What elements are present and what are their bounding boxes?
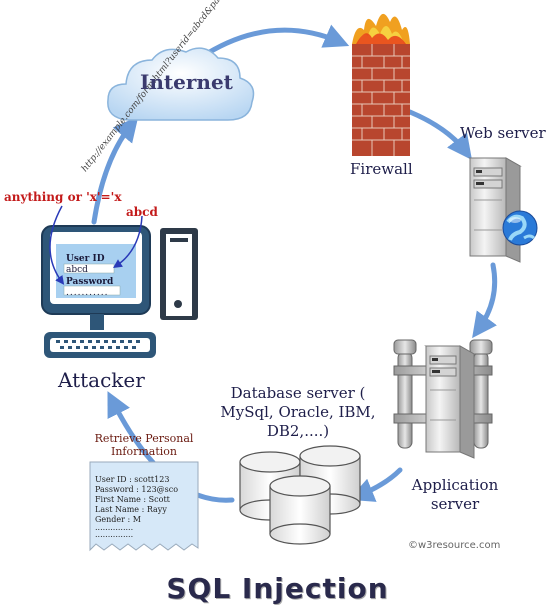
arrow-anything-to-password <box>49 205 65 285</box>
database-cylinders <box>239 445 361 545</box>
userid-value: abcd <box>66 265 88 275</box>
globe-icon <box>502 210 538 246</box>
application-server-label: Application server <box>411 476 499 513</box>
internet-cloud <box>107 47 255 121</box>
arrow-webserver-to-appserver <box>472 262 498 339</box>
attacker-label: Attacker <box>58 368 145 392</box>
userid-label: User ID <box>66 254 105 264</box>
arrow-attacker-to-internet <box>91 116 139 225</box>
application-server-icon <box>393 339 493 459</box>
record-line: Password : 123@sco <box>95 485 179 494</box>
record-line: ............... <box>95 523 134 532</box>
arrow-internet-to-firewall <box>197 24 350 61</box>
arrow-abcd-to-userid <box>113 215 143 268</box>
database-cylinder <box>269 475 331 545</box>
record-line: ............... <box>95 530 134 539</box>
personal-info-note <box>89 461 199 552</box>
injected-password-label: anything or 'x'='x <box>4 190 122 204</box>
record-line: First Name : Scott <box>95 495 170 504</box>
record-line: Gender : M <box>95 515 141 524</box>
password-label: Password <box>66 277 114 287</box>
firewall-label: Firewall <box>350 160 413 178</box>
attacker-computer-icon <box>41 225 198 358</box>
password-value: ........... <box>66 288 109 298</box>
web-server-label: Web server <box>460 124 546 142</box>
arrow-appserver-to-database <box>348 467 403 502</box>
attack-arrows <box>49 205 143 285</box>
internet-label: Internet <box>140 70 233 94</box>
record-line: User ID : scott123 <box>95 475 170 484</box>
copyright-text: ©w3resource.com <box>408 540 501 551</box>
database-server-label: Database server ( MySql, Oracle, IBM, DB… <box>220 384 376 440</box>
firewall-icon <box>352 13 410 156</box>
record-line: Last Name : Rayy <box>95 505 167 514</box>
retrieve-info-label: Retrieve Personal Information <box>94 432 194 458</box>
injected-userid-label: abcd <box>126 205 158 219</box>
diagram-title: SQL Injection <box>166 572 389 605</box>
web-server-icon <box>468 157 522 263</box>
arrow-firewall-to-webserver <box>407 109 473 160</box>
